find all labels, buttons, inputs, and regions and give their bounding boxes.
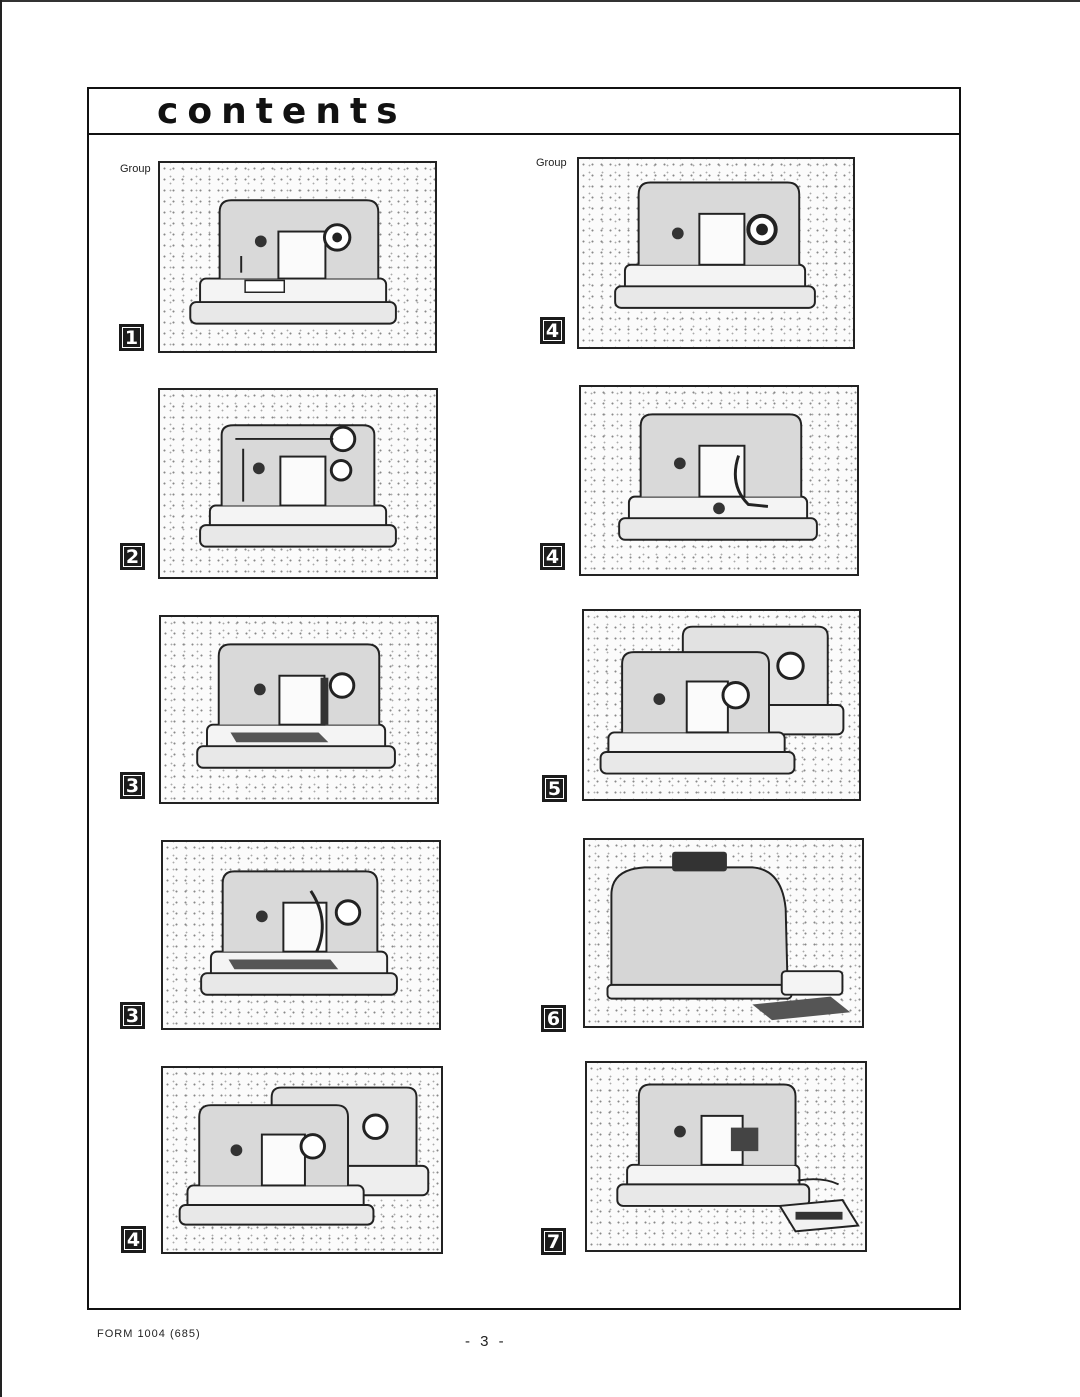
group-badge-5: 5	[542, 775, 567, 802]
machine-illustration-panel	[583, 838, 864, 1028]
form-number: FORM 1004 (685)	[97, 1328, 201, 1340]
machine-illustration-panel	[585, 1061, 867, 1252]
machine-illustration-panel	[577, 157, 855, 349]
scan-edge-left	[0, 0, 2, 1397]
two-sewing-machines-icon	[178, 1086, 430, 1226]
group-label-left: Group	[120, 163, 151, 175]
group-badge-7: 7	[541, 1228, 566, 1255]
contents-frame: contents	[87, 87, 961, 1310]
sewing-machine-threading-icon	[199, 424, 397, 548]
machine-illustration-panel	[158, 161, 437, 353]
machine-illustration-panel	[159, 615, 439, 804]
sewing-machine-foot-pedal-icon	[616, 1083, 860, 1233]
machine-illustration-panel	[158, 388, 438, 579]
group-badge-3b: 3	[120, 1002, 145, 1029]
group-badge-4: 4	[121, 1226, 146, 1253]
title-bar: contents	[89, 89, 959, 135]
sewing-machine-icon	[189, 199, 397, 325]
group-badge-2: 2	[120, 543, 145, 570]
group-badge-1: 1	[119, 324, 144, 351]
machine-illustration-panel	[579, 385, 859, 576]
group-badge-4b: 4	[540, 317, 565, 344]
group-label-right: Group	[536, 157, 567, 169]
machine-illustration-panel	[582, 609, 861, 801]
sewing-machine-thread-path-icon	[200, 870, 398, 996]
machine-illustration-panel	[161, 840, 441, 1030]
scan-edge-top	[0, 0, 1080, 2]
group-badge-4c: 4	[540, 543, 565, 570]
machine-illustration-panel	[161, 1066, 443, 1254]
sewing-machine-bobbin-icon	[196, 643, 396, 769]
sewing-machine-thread-guide-icon	[618, 413, 818, 541]
page-title: contents	[157, 91, 407, 132]
sewing-machine-dial-icon	[614, 181, 816, 309]
page-number: - 3 -	[465, 1333, 507, 1350]
group-badge-6: 6	[541, 1005, 566, 1032]
machine-cover-case-icon	[606, 851, 851, 1021]
group-badge-3: 3	[120, 772, 145, 799]
two-sewing-machines-icon	[599, 625, 845, 775]
